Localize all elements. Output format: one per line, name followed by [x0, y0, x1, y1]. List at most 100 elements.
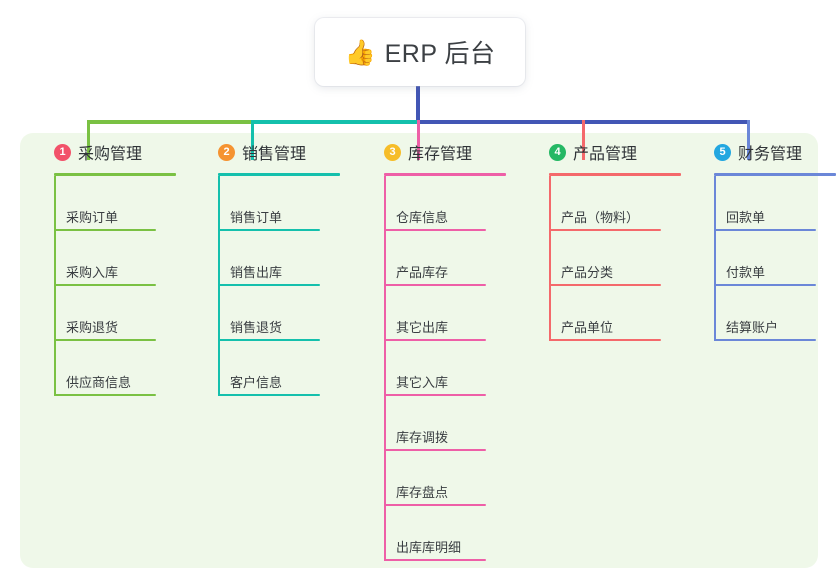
branch-title-3: 库存管理: [408, 146, 473, 163]
branch-header-4[interactable]: 4 产品管理: [531, 133, 691, 176]
drop-line-4: [582, 120, 585, 160]
drop-line-1: [87, 120, 90, 160]
branch-number-badge-4: 4: [549, 143, 566, 161]
branch-item[interactable]: 其它出库: [384, 286, 494, 341]
branch-item[interactable]: 结算账户: [714, 286, 824, 341]
branch-item[interactable]: 回款单: [714, 176, 824, 231]
connector-bar-seg-4: [582, 120, 750, 124]
branch-title-1: 采购管理: [78, 146, 143, 163]
branch-item-label: 库存调拨: [396, 430, 449, 445]
branch-item[interactable]: 出库库明细: [384, 506, 494, 561]
branch-header-1[interactable]: 1 采购管理: [36, 133, 186, 176]
root-node-erp-backend[interactable]: 👍 ERP 后台: [315, 18, 525, 86]
branch-item[interactable]: 销售退货: [218, 286, 328, 341]
diagram-panel: [20, 133, 818, 568]
branch-title-2: 销售管理: [242, 146, 307, 163]
branch-spine-2: [218, 176, 220, 396]
branch-item-label: 出库库明细: [396, 540, 462, 555]
connector-bar-seg-3: [417, 120, 582, 124]
branch-spine-4: [549, 176, 551, 341]
branch-number-badge-2: 2: [218, 143, 235, 161]
branch-item[interactable]: 客户信息: [218, 341, 328, 396]
branch-item-underline: [384, 559, 486, 561]
branch-item-underline: [218, 339, 320, 341]
branch-item[interactable]: 产品分类: [549, 231, 669, 286]
branch-item[interactable]: 产品（物料）: [549, 176, 669, 231]
branch-item[interactable]: 库存调拨: [384, 396, 494, 451]
branch-item-label: 采购入库: [66, 265, 119, 280]
branch-spine-1: [54, 176, 56, 396]
branch-item-underline: [714, 339, 816, 341]
branch-item-label: 产品单位: [561, 320, 614, 335]
branch-item-underline: [384, 284, 486, 286]
branch-item-label: 采购订单: [66, 210, 119, 225]
branch-underline-5: [714, 173, 836, 176]
branch-item[interactable]: 仓库信息: [384, 176, 494, 231]
branch-item-label: 回款单: [726, 210, 766, 225]
branch-item[interactable]: 销售订单: [218, 176, 328, 231]
branch-item[interactable]: 采购订单: [54, 176, 164, 231]
branch-spine-3: [384, 176, 386, 561]
branch-header-2[interactable]: 2 销售管理: [200, 133, 350, 176]
branch-item[interactable]: 产品库存: [384, 231, 494, 286]
branch-item-underline: [549, 284, 661, 286]
root-node-title: ERP 后台: [384, 40, 496, 68]
branch-item-underline: [218, 229, 320, 231]
branch-item-label: 仓库信息: [396, 210, 449, 225]
branch-item-underline: [384, 229, 486, 231]
branch-item-label: 付款单: [726, 265, 766, 280]
branch-item[interactable]: 供应商信息: [54, 341, 164, 396]
drop-line-3: [417, 120, 420, 160]
branch-item-underline: [549, 339, 661, 341]
branch-column-1: 1 采购管理采购订单采购入库采购退货供应商信息: [36, 133, 186, 396]
branch-item[interactable]: 库存盘点: [384, 451, 494, 506]
branch-item-underline: [384, 504, 486, 506]
branch-item-underline: [54, 229, 156, 231]
branch-item[interactable]: 采购退货: [54, 286, 164, 341]
connector-bar-seg-1: [87, 120, 251, 124]
branch-item-underline: [384, 449, 486, 451]
root-node-content: 👍 ERP 后台: [344, 34, 495, 70]
branch-item-label: 客户信息: [230, 375, 283, 390]
branch-title-4: 产品管理: [573, 146, 638, 163]
branch-item-label: 销售订单: [230, 210, 283, 225]
branch-column-2: 2 销售管理销售订单销售出库销售退货客户信息: [200, 133, 350, 396]
branch-number-badge-1: 1: [54, 143, 71, 161]
root-stem: [416, 84, 420, 124]
branch-item[interactable]: 付款单: [714, 231, 824, 286]
branch-column-4: 4 产品管理产品（物料） 产品分类产品单位: [531, 133, 691, 341]
branch-item-underline: [54, 394, 156, 396]
branch-item-label: 产品分类: [561, 265, 614, 280]
branch-spine-5: [714, 176, 716, 341]
branch-item-label: 库存盘点: [396, 485, 449, 500]
branch-underline-2: [218, 173, 340, 176]
branch-item-label: 供应商信息: [66, 375, 132, 390]
branch-underline-3: [384, 173, 506, 176]
branch-item-underline: [54, 284, 156, 286]
branch-item-label: 其它出库: [396, 320, 449, 335]
branch-item-underline: [384, 394, 486, 396]
drop-line-2: [251, 120, 254, 160]
branch-item[interactable]: 产品单位: [549, 286, 669, 341]
branch-item-underline: [549, 229, 661, 231]
branch-underline-4: [549, 173, 681, 176]
branch-item-label: 其它入库: [396, 375, 449, 390]
branch-item[interactable]: 其它入库: [384, 341, 494, 396]
branch-item[interactable]: 采购入库: [54, 231, 164, 286]
branch-item-underline: [714, 284, 816, 286]
branch-item-underline: [54, 339, 156, 341]
branch-item-underline: [218, 284, 320, 286]
thumbs-up-icon: 👍: [344, 37, 376, 67]
branch-item[interactable]: 销售出库: [218, 231, 328, 286]
branch-item-label: 销售退货: [230, 320, 283, 335]
branch-underline-1: [54, 173, 176, 176]
branch-item-label: 产品库存: [396, 265, 449, 280]
branch-item-underline: [218, 394, 320, 396]
branch-number-badge-5: 5: [714, 143, 731, 161]
drop-line-5: [747, 120, 750, 160]
